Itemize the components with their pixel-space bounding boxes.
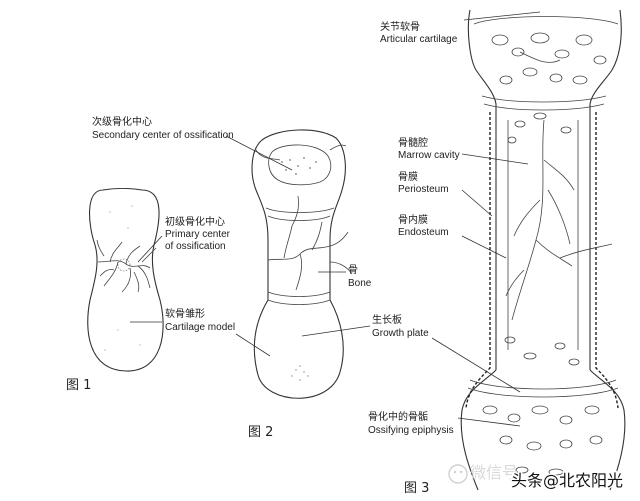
label-periosteum-en: Periosteum bbox=[398, 184, 449, 195]
label-ossifying-epiphysis-zh: 骨化中的骨骺 bbox=[368, 410, 428, 423]
watermark-logo-icon bbox=[448, 464, 468, 484]
label-bone-en: Bone bbox=[348, 278, 372, 289]
spongy-bone-top bbox=[491, 32, 607, 144]
figure-3-long-bone: 关节软骨 Articular cartilage 骨髓腔 Marrow cavi… bbox=[368, 9, 626, 496]
label-primary-center-zh: 初级骨化中心 bbox=[165, 215, 225, 228]
label-growth-plate-en: Growth plate bbox=[372, 328, 429, 339]
label-ossifying-epiphysis-en: Ossifying epiphysis bbox=[368, 425, 454, 436]
label-growth-plate-zh: 生长板 bbox=[372, 313, 402, 326]
figure-1-label: 图 1 bbox=[66, 378, 91, 393]
label-primary-center-en-1: Primary center bbox=[165, 229, 231, 240]
label-secondary-center-en: Secondary center of ossification bbox=[92, 130, 234, 141]
label-cartilage-model-en: Cartilage model bbox=[165, 322, 235, 333]
label-cartilage-model-zh: 软骨雏形 bbox=[165, 307, 205, 320]
label-periosteum-zh: 骨膜 bbox=[398, 171, 418, 183]
label-primary-center-en-2: of ossification bbox=[165, 241, 226, 252]
label-articular-cartilage-en: Articular cartilage bbox=[380, 34, 458, 45]
watermark: 微信号 头条@北农阳光 bbox=[448, 463, 625, 492]
label-marrow-cavity-zh: 骨髓腔 bbox=[398, 136, 428, 149]
figure-2-label: 图 2 bbox=[248, 425, 273, 440]
label-endosteum-en: Endosteum bbox=[398, 227, 449, 238]
figure-3-label: 图 3 bbox=[404, 481, 429, 496]
label-secondary-center-zh: 次级骨化中心 bbox=[92, 115, 152, 128]
figure-1-cartilage-model: 初级骨化中心 Primary center of ossification 软骨… bbox=[66, 187, 235, 393]
label-articular-cartilage-zh: 关节软骨 bbox=[380, 20, 420, 33]
label-marrow-cavity-en: Marrow cavity bbox=[398, 150, 460, 161]
label-bone-zh: 骨 bbox=[348, 264, 358, 276]
primary-ossification-vessels bbox=[96, 239, 157, 293]
shaft-vessels bbox=[255, 144, 353, 291]
spongy-bone-bottom bbox=[482, 336, 603, 476]
watermark-faint: 微信号 bbox=[470, 463, 518, 482]
watermark-text: 头条@北农阳光 bbox=[511, 471, 623, 490]
figure-2-early-bone: 次级骨化中心 Secondary center of ossification … bbox=[92, 115, 429, 440]
marrow-vessels bbox=[505, 51, 613, 321]
label-endosteum-zh: 骨内膜 bbox=[398, 213, 428, 226]
